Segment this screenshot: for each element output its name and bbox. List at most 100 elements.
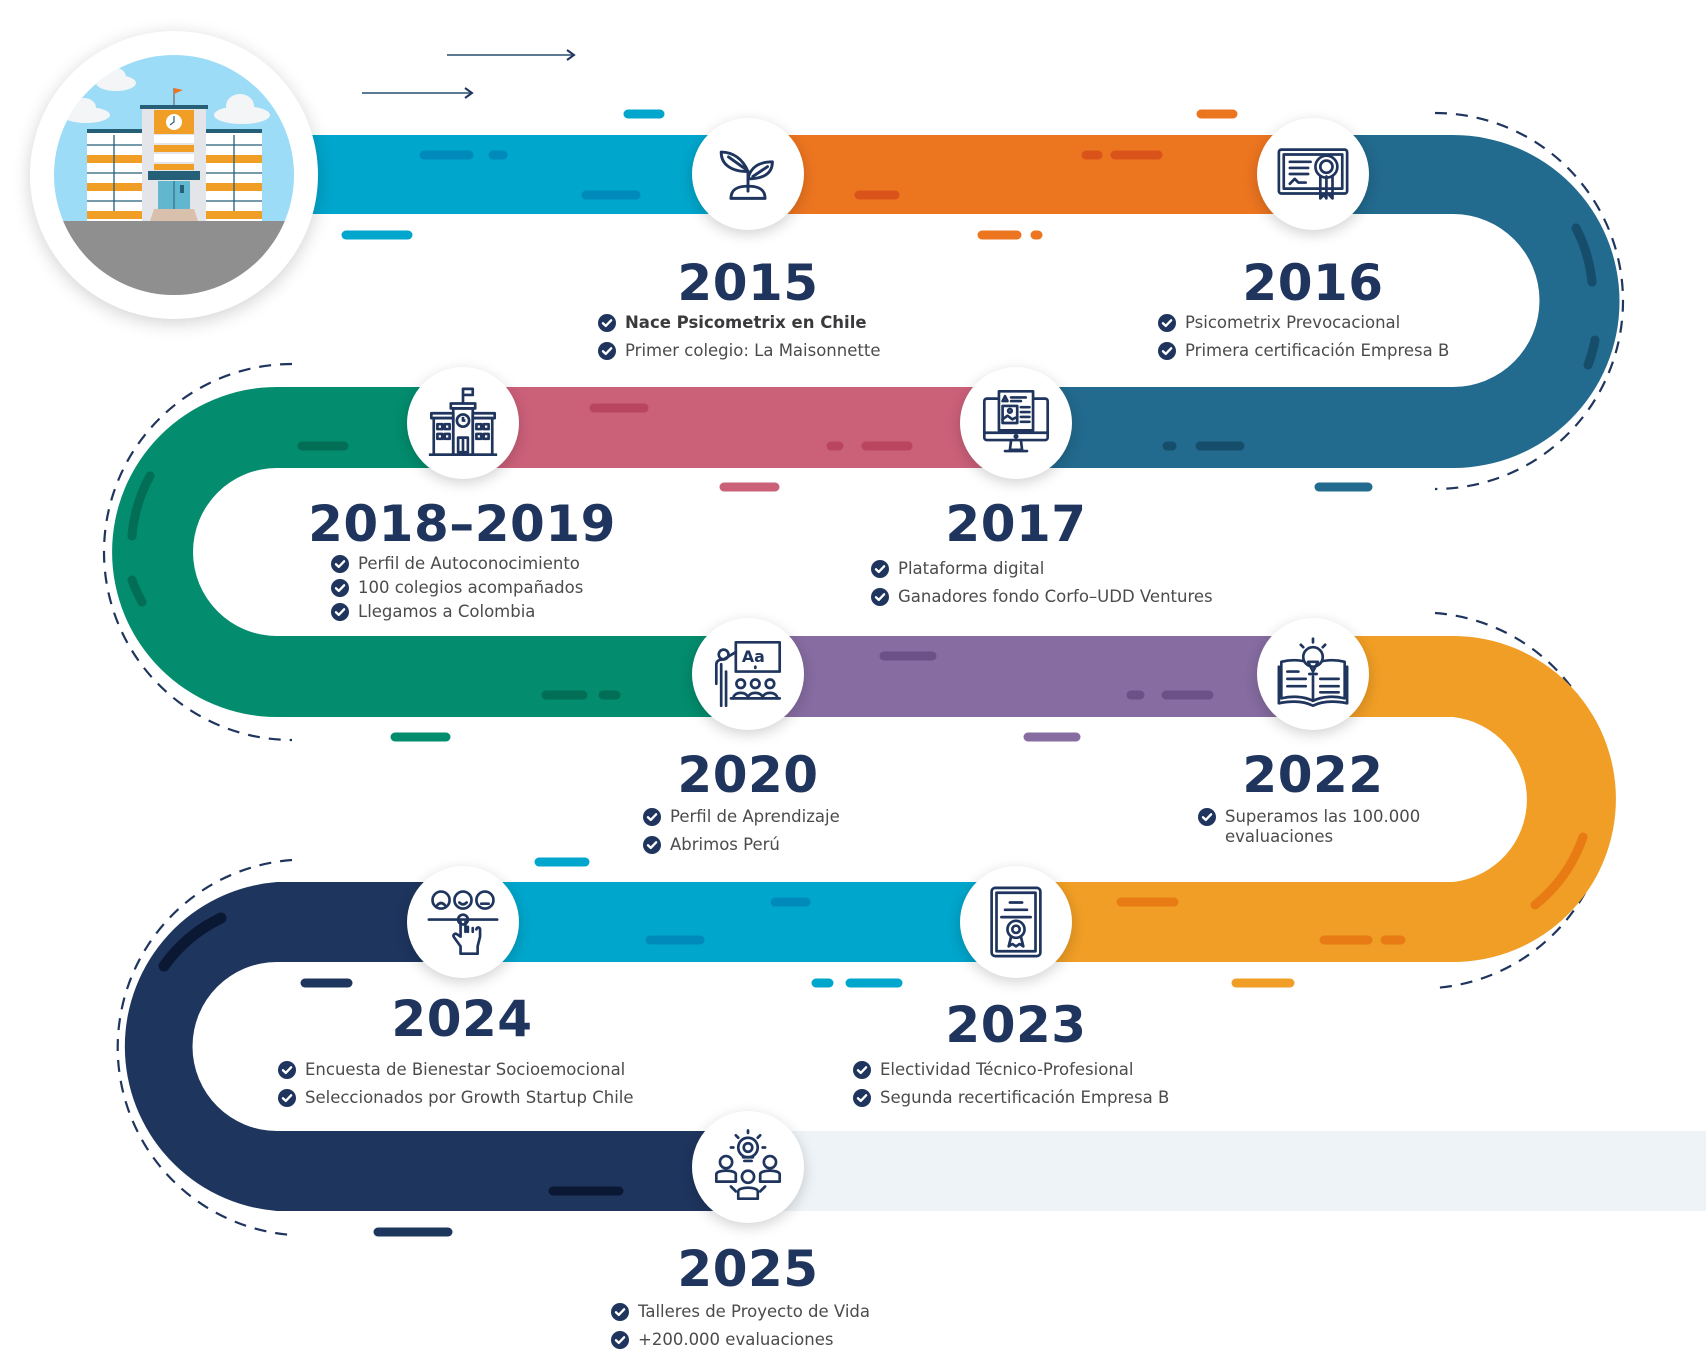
- milestone-item: Perfil de Aprendizaje: [643, 807, 840, 835]
- milestone-item-text: Perfil de Aprendizaje: [670, 807, 840, 826]
- milestone-item-text: Talleres de Proyecto de Vida: [638, 1302, 870, 1321]
- check-circle-icon: [278, 1061, 296, 1079]
- milestone-item-text: Primera certificación Empresa B: [1185, 341, 1450, 360]
- milestone-node-2015[interactable]: [692, 118, 804, 230]
- check-circle-icon: [611, 1303, 629, 1321]
- check-circle-icon: [278, 1089, 296, 1107]
- milestone-item-text: Perfil de Autoconocimiento: [358, 554, 580, 573]
- milestone-item: Perfil de Autoconocimiento: [331, 554, 583, 578]
- milestone-item: Nace Psicometrix en Chile: [598, 313, 880, 341]
- year-label-2023: 2023: [945, 996, 1087, 1054]
- check-circle-icon: [871, 588, 889, 606]
- milestone-item-text: +200.000 evaluaciones: [638, 1330, 834, 1349]
- milestone-item: +200.000 evaluaciones: [611, 1330, 870, 1358]
- milestone-item-text: Abrimos Perú: [670, 835, 780, 854]
- decorative-dashes: [127, 109, 1600, 1237]
- dashed-outline-right-1: [1434, 111, 1625, 491]
- milestone-item: Primera certificación Empresa B: [1158, 341, 1449, 369]
- segment-turn-2022-2023: [1016, 636, 1616, 962]
- milestone-item: Ganadores fondo Corfo–UDD Ventures: [871, 587, 1213, 615]
- year-label-2025: 2025: [677, 1240, 819, 1298]
- milestone-item-text: 100 colegios acompañados: [358, 578, 584, 597]
- year-label-2018-2019: 2018–2019: [308, 495, 616, 553]
- milestone-item: Primer colegio: La Maisonnette: [598, 341, 880, 369]
- year-label-2022: 2022: [1242, 746, 1384, 804]
- milestone-node-2024[interactable]: [407, 866, 519, 978]
- milestone-item: Psicometrix Prevocacional: [1158, 313, 1449, 341]
- segment-2015-2016: [748, 135, 1315, 214]
- milestone-item: Encuesta de Bienestar Socioemocional: [278, 1060, 634, 1088]
- book-lightbulb-icon: [1277, 637, 1349, 708]
- milestone-item-text: Encuesta de Bienestar Socioemocional: [305, 1060, 626, 1079]
- check-circle-icon: [643, 808, 661, 826]
- teacher-class-icon: Aa: [714, 640, 782, 708]
- check-circle-icon: [643, 836, 661, 854]
- milestone-node-2020[interactable]: Aa: [692, 618, 804, 730]
- milestone-item: Talleres de Proyecto de Vida: [611, 1302, 870, 1330]
- milestone-item-text: Psicometrix Prevocacional: [1185, 313, 1401, 332]
- check-circle-icon: [598, 342, 616, 360]
- check-circle-icon: [1158, 314, 1176, 332]
- monitor-platform-icon: [982, 389, 1050, 453]
- check-circle-icon: [331, 603, 349, 621]
- year-label-2016: 2016: [1242, 254, 1384, 312]
- milestone-node-2023[interactable]: [960, 866, 1072, 978]
- milestone-item-text: Electividad Técnico-Profesional: [880, 1060, 1134, 1079]
- milestone-item-text: Primer colegio: La Maisonnette: [625, 341, 881, 360]
- check-circle-icon: [1198, 808, 1216, 826]
- certificate-ribbon-icon: [1277, 148, 1349, 200]
- milestone-node-2017[interactable]: [960, 367, 1072, 479]
- milestone-item-text: Plataforma digital: [898, 559, 1045, 578]
- milestone-node-2018-2019[interactable]: [407, 367, 519, 479]
- team-idea-icon: [714, 1129, 782, 1201]
- milestone-item-text: Seleccionados por Growth Startup Chile: [305, 1088, 634, 1107]
- segment-2020-2022: [748, 636, 1315, 717]
- milestone-item: Plataforma digital: [871, 559, 1213, 587]
- milestone-node-2022[interactable]: [1257, 618, 1369, 730]
- milestone-items-2018-2019: Perfil de Autoconocimiento 100 colegios a…: [331, 554, 583, 626]
- check-circle-icon: [1158, 342, 1176, 360]
- milestone-items-2025: Talleres de Proyecto de Vida +200.000 eva…: [611, 1302, 870, 1358]
- svg-text:Aa: Aa: [742, 647, 765, 666]
- check-circle-icon: [871, 560, 889, 578]
- milestone-item: Electividad Técnico-Profesional: [853, 1060, 1169, 1088]
- milestone-item: Segunda recertificación Empresa B: [853, 1088, 1169, 1116]
- milestone-item-text: Ganadores fondo Corfo–UDD Ventures: [898, 587, 1213, 606]
- dashed-outline-left-1: [102, 362, 293, 742]
- milestone-item-text: Segunda recertificación Empresa B: [880, 1088, 1170, 1107]
- decorative-arrows: [362, 49, 576, 99]
- milestone-node-2025[interactable]: [692, 1111, 804, 1223]
- milestone-item-text: Superamos las 100.000 evaluaciones: [1225, 807, 1421, 846]
- year-label-2024: 2024: [391, 990, 533, 1048]
- diploma-seal-icon: [990, 886, 1042, 958]
- milestone-items-2022: Superamos las 100.000 evaluaciones: [1198, 807, 1438, 847]
- check-circle-icon: [853, 1089, 871, 1107]
- segment-2023-2024: [462, 882, 1018, 962]
- segment-start: [280, 135, 750, 214]
- milestone-item: Abrimos Perú: [643, 835, 840, 863]
- check-circle-icon: [853, 1061, 871, 1079]
- year-label-2015: 2015: [677, 254, 819, 312]
- milestone-item: 100 colegios acompañados: [331, 578, 583, 602]
- sprout-icon: [719, 150, 774, 200]
- milestone-item-text: Nace Psicometrix en Chile: [625, 313, 867, 332]
- check-circle-icon: [611, 1331, 629, 1349]
- milestone-node-2016[interactable]: [1257, 118, 1369, 230]
- year-label-2017: 2017: [945, 495, 1087, 553]
- school-illustration: [30, 31, 318, 319]
- year-label-2020: 2020: [677, 746, 819, 804]
- check-circle-icon: [331, 555, 349, 573]
- dashed-outline-left-2: [116, 858, 293, 1237]
- milestone-item: Seleccionados por Growth Startup Chile: [278, 1088, 634, 1116]
- check-circle-icon: [331, 579, 349, 597]
- milestone-item: Superamos las 100.000 evaluaciones: [1198, 807, 1438, 847]
- milestone-item-text: Llegamos a Colombia: [358, 602, 536, 621]
- school-building-illustration-icon: [54, 55, 294, 295]
- milestone-item: Llegamos a Colombia: [331, 602, 583, 626]
